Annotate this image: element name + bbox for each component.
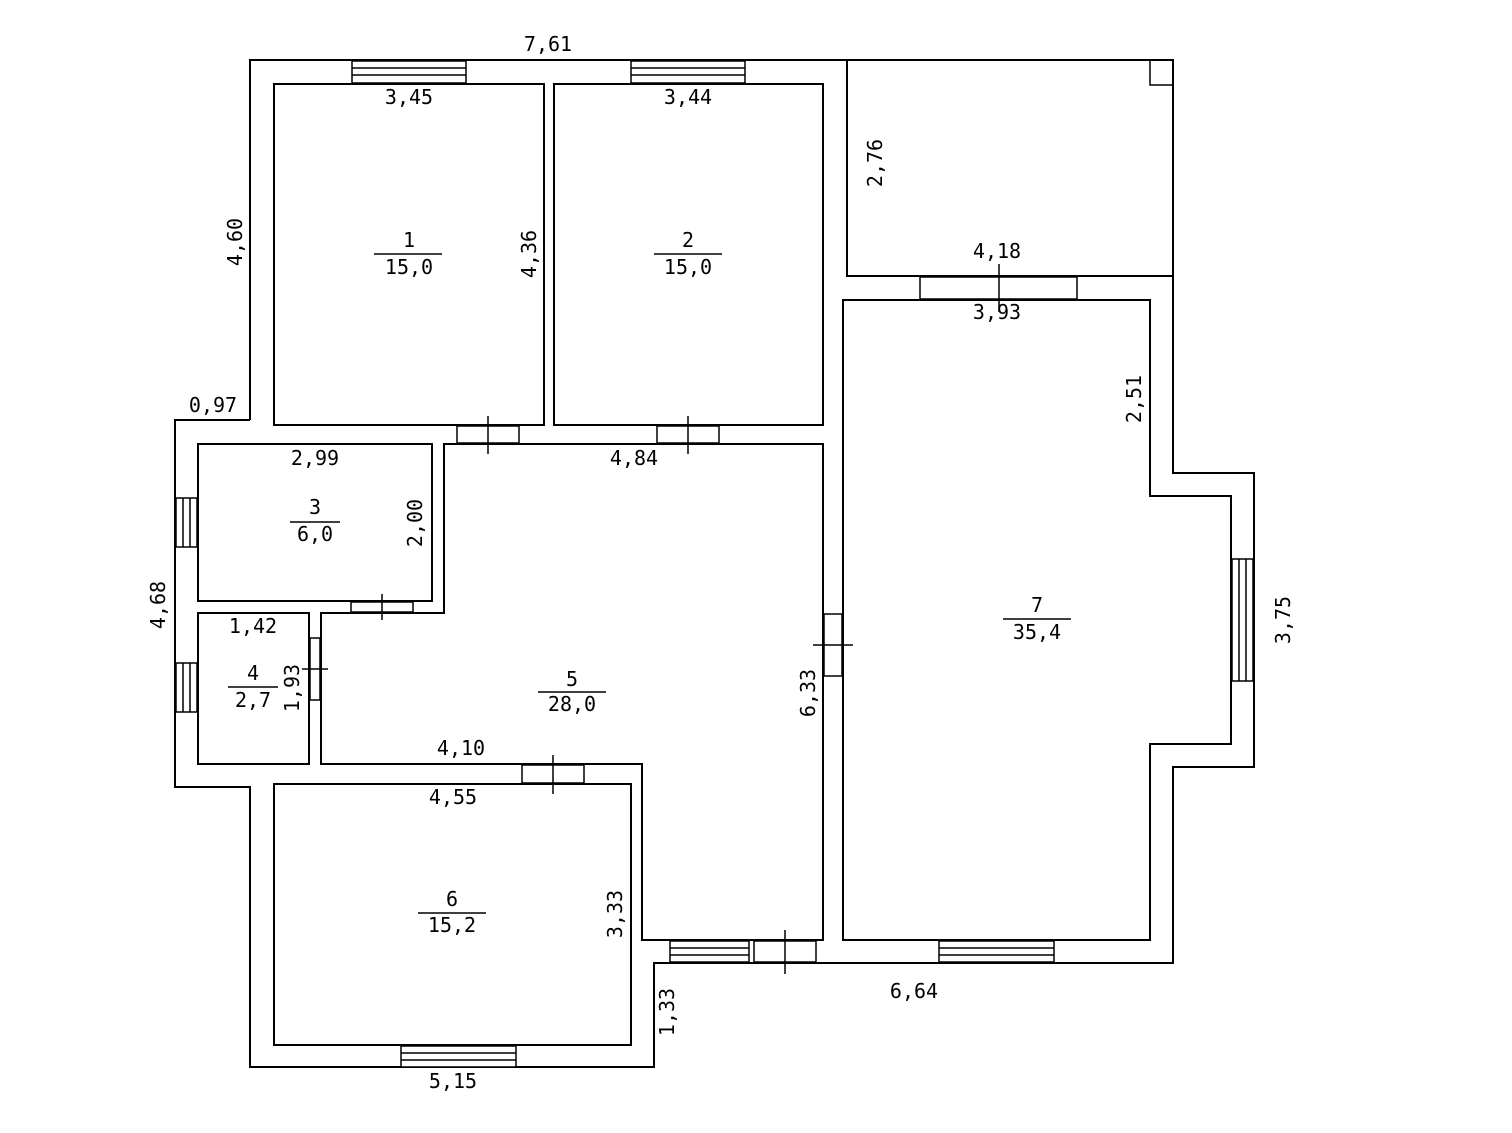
dim-bottom-right: 6,64 — [890, 979, 938, 1003]
door-room-7 — [813, 613, 853, 677]
dim-left-step: 0,97 — [189, 393, 237, 417]
window-room-4 — [175, 662, 198, 713]
door-room-4 — [302, 637, 328, 701]
window-room-7-bay — [1231, 558, 1254, 682]
dim-room4-right: 1,93 — [280, 664, 304, 712]
dim-bottom-left: 5,15 — [429, 1069, 477, 1093]
dim-room7-bay: 3,75 — [1271, 596, 1295, 644]
dim-room1-top: 3,45 — [385, 85, 433, 109]
room-4-label: 4 2,7 — [228, 661, 278, 712]
dim-room6-top: 4,55 — [429, 785, 477, 809]
outer-wall — [174, 59, 1255, 1068]
room-3-label: 3 6,0 — [290, 495, 340, 546]
room-6-label: 6 15,2 — [418, 887, 486, 937]
dim-top-overall: 7,61 — [524, 32, 572, 56]
room-1-outline — [273, 83, 545, 426]
room-1-number: 1 — [403, 228, 415, 252]
dim-terrace-left: 2,76 — [863, 139, 887, 187]
terrace-corner-column — [1149, 59, 1174, 86]
window-room-5-bottom — [669, 940, 750, 963]
door-room-1 — [456, 416, 520, 454]
dim-room5-top: 4,84 — [610, 446, 658, 470]
room-4-outline — [197, 612, 310, 765]
dim-room7-top: 3,93 — [973, 300, 1021, 324]
dim-room1-right: 4,36 — [517, 230, 541, 278]
room-2-area: 15,0 — [664, 255, 712, 279]
room-7-number: 7 — [1031, 593, 1043, 617]
room-7-label: 7 35,4 — [1003, 593, 1071, 644]
dim-room7-right-upper: 2,51 — [1122, 375, 1146, 423]
dim-room3-top: 2,99 — [291, 446, 339, 470]
room-4-number: 4 — [247, 661, 259, 685]
room-5-number: 5 — [566, 667, 578, 691]
door-room-3 — [350, 594, 414, 620]
door-room-2 — [656, 416, 720, 454]
room-2-number: 2 — [682, 228, 694, 252]
door-entrance — [753, 930, 817, 974]
window-room-2 — [630, 60, 746, 84]
window-room-3 — [175, 497, 198, 548]
room-5-outline — [320, 443, 824, 941]
room-7-area: 35,4 — [1013, 620, 1061, 644]
window-room-7-bottom — [938, 940, 1055, 963]
door-terrace — [919, 264, 1078, 312]
room-1-area: 15,0 — [385, 255, 433, 279]
room-3-outline — [197, 443, 433, 602]
dim-bottom-step: 1,33 — [655, 988, 679, 1036]
room-6-number: 6 — [446, 887, 458, 911]
dim-room6-right: 3,33 — [603, 890, 627, 938]
room-6-area: 15,2 — [428, 913, 476, 937]
window-room-1 — [351, 60, 467, 84]
dim-room5-bottom: 4,10 — [437, 736, 485, 760]
dim-outer-left-mid: 4,68 — [146, 581, 170, 629]
dim-room5-right: 6,33 — [796, 669, 820, 717]
room-5-label: 5 28,0 — [538, 667, 606, 716]
room-6-outline — [273, 783, 632, 1046]
terrace-outline — [846, 60, 1173, 277]
room-5-area: 28,0 — [548, 692, 596, 716]
dim-room4-top: 1,42 — [229, 614, 277, 638]
room-7-outline — [842, 299, 1232, 941]
room-3-number: 3 — [309, 495, 321, 519]
dim-room3-right: 2,00 — [403, 499, 427, 547]
dim-room2-top: 3,44 — [664, 85, 712, 109]
room-1-label: 1 15,0 — [374, 228, 442, 279]
room-3-area: 6,0 — [297, 522, 333, 546]
room-4-area: 2,7 — [235, 688, 271, 712]
window-room-6 — [400, 1045, 517, 1068]
dim-terrace-bottom: 4,18 — [973, 239, 1021, 263]
dim-outer-left-upper: 4,60 — [223, 218, 247, 266]
room-2-label: 2 15,0 — [654, 228, 722, 279]
door-room-6 — [521, 755, 585, 794]
